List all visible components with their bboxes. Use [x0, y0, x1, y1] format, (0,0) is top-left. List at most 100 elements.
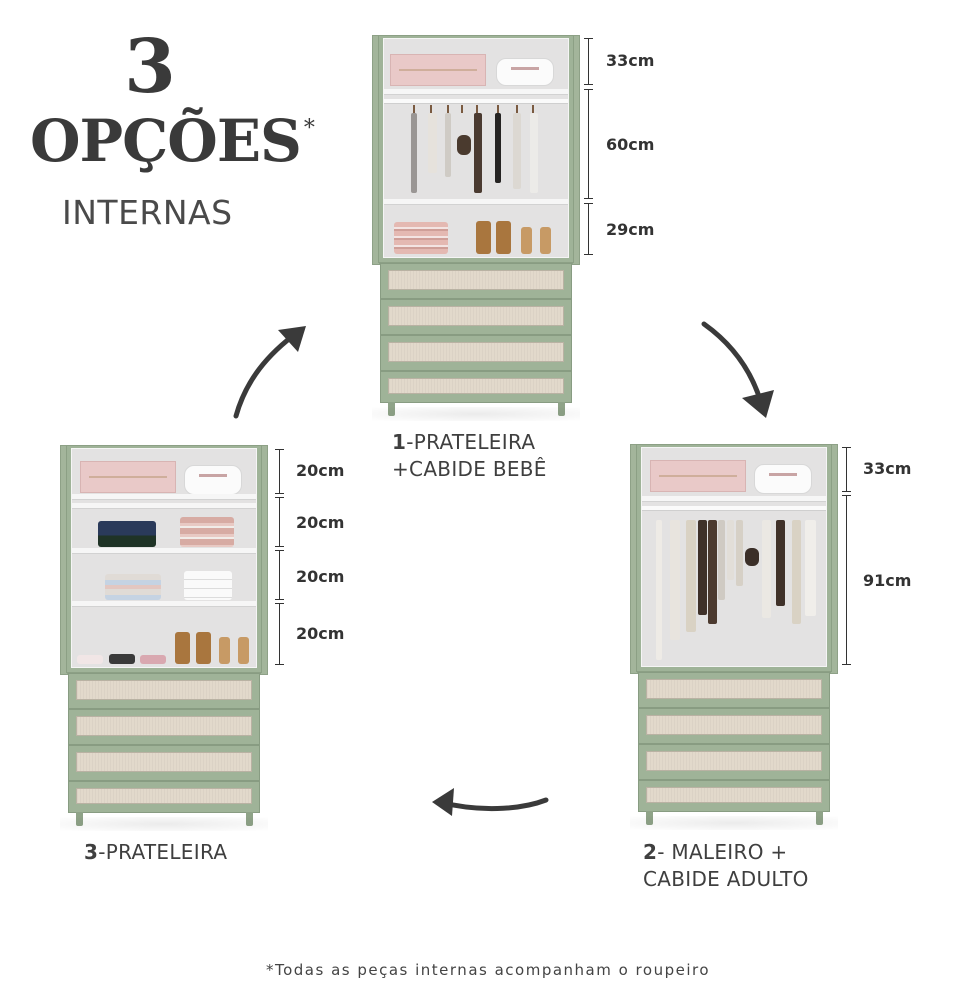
drawer[interactable]	[380, 263, 572, 299]
dimension-marker	[584, 38, 593, 85]
dimension-label: 20cm	[296, 567, 345, 586]
option-number: 3	[84, 840, 99, 864]
floor-shadow	[372, 407, 580, 421]
sandals	[521, 227, 532, 254]
folded-blanket	[754, 464, 812, 494]
hanging-garment	[686, 520, 696, 632]
drawer[interactable]	[68, 781, 260, 813]
dimension-label: 20cm	[296, 461, 345, 480]
hanger-hook	[497, 105, 499, 113]
drawer[interactable]	[68, 745, 260, 781]
dimension-label: 20cm	[296, 513, 345, 532]
page-subtitle: INTERNAS	[62, 193, 233, 232]
hanger-hook	[461, 105, 463, 113]
sandals	[238, 637, 249, 664]
drawer[interactable]	[638, 744, 830, 780]
hanging-garment	[530, 113, 538, 193]
shelf	[72, 503, 256, 509]
sandals	[476, 221, 491, 254]
rattan-panel	[76, 752, 252, 772]
hanging-garment	[656, 520, 662, 660]
dimension-marker	[275, 497, 284, 547]
hanger-hook	[413, 105, 415, 113]
folded-blanket	[496, 58, 554, 86]
caption-text: -PRATELEIRA	[406, 430, 536, 454]
option-number: 1	[392, 430, 407, 454]
sandals	[496, 221, 511, 254]
caption-line-1: 3-PRATELEIRA	[84, 839, 227, 866]
dimension-marker	[584, 203, 593, 255]
title-number: 3	[124, 24, 176, 110]
hanging-garment	[792, 520, 801, 624]
option-2-caption: 2- MALEIRO + CABIDE ADULTO	[643, 839, 809, 893]
cabinet-interior	[383, 38, 569, 258]
wardrobe-option-2	[630, 444, 838, 830]
drawer[interactable]	[68, 673, 260, 709]
leg	[558, 402, 565, 416]
leg	[388, 402, 395, 416]
hanging-garment	[513, 113, 521, 189]
hanging-garment	[718, 520, 725, 600]
hanging-rod	[384, 99, 568, 104]
hanging-rod	[642, 506, 826, 511]
floor-shadow	[630, 816, 838, 830]
rattan-panel	[388, 270, 564, 290]
rattan-panel	[76, 716, 252, 736]
dimension-marker	[275, 550, 284, 600]
arrow-left-icon	[432, 788, 549, 816]
option-1-caption: 1-PRATELEIRA +CABIDE BEBÊ	[392, 429, 547, 483]
sandals	[196, 632, 211, 664]
dimension-marker	[842, 495, 851, 665]
page-title: OPÇÕES*	[30, 112, 315, 170]
dimension-label: 91cm	[863, 571, 912, 590]
dimension-label: 33cm	[863, 459, 912, 478]
caption-line-1: 1-PRATELEIRA	[392, 429, 547, 456]
hanging-garment	[411, 113, 417, 193]
caption-line-1: 2- MALEIRO +	[643, 839, 809, 866]
sandals	[540, 227, 551, 254]
cabinet-interior	[71, 448, 257, 668]
drawer[interactable]	[638, 672, 830, 708]
dimension-label: 60cm	[606, 135, 655, 154]
sandals	[175, 632, 190, 664]
folded-clothes-stack	[394, 222, 448, 254]
folded-clothes-stack	[184, 571, 232, 600]
hanging-garment	[495, 113, 501, 183]
hanging-garment	[445, 113, 451, 177]
dimension-marker	[842, 447, 851, 492]
hanging-garment	[457, 135, 471, 155]
hanging-garment	[698, 520, 707, 615]
dimension-label: 33cm	[606, 51, 655, 70]
shelf	[72, 494, 256, 500]
hanging-garment	[776, 520, 785, 606]
pink-trunk	[650, 460, 746, 492]
leg	[76, 812, 83, 826]
folded-clothes-stack	[180, 517, 234, 547]
hanging-garment	[805, 520, 816, 616]
sneakers	[140, 655, 166, 664]
folded-blanket	[184, 465, 242, 495]
cabinet-interior	[641, 447, 827, 667]
footnote: *Todas as peças internas acompanham o ro…	[265, 961, 711, 979]
sandals	[219, 637, 230, 664]
title-asterisk: *	[303, 116, 315, 141]
hanging-garment	[736, 520, 743, 586]
drawer[interactable]	[380, 299, 572, 335]
drawer[interactable]	[68, 709, 260, 745]
sneakers	[77, 655, 103, 664]
drawer[interactable]	[380, 371, 572, 403]
drawer[interactable]	[380, 335, 572, 371]
option-number: 2	[643, 840, 658, 864]
hanger-hook	[430, 105, 432, 113]
hanging-garment	[428, 113, 437, 173]
drawer[interactable]	[638, 780, 830, 812]
hanger-hook	[516, 105, 518, 113]
sneakers	[109, 654, 135, 664]
shelf	[384, 199, 568, 205]
hanging-garment	[745, 548, 759, 566]
dimension-marker	[584, 89, 593, 199]
leg	[246, 812, 253, 826]
drawer[interactable]	[638, 708, 830, 744]
pink-trunk	[390, 54, 486, 86]
leg	[816, 811, 823, 825]
